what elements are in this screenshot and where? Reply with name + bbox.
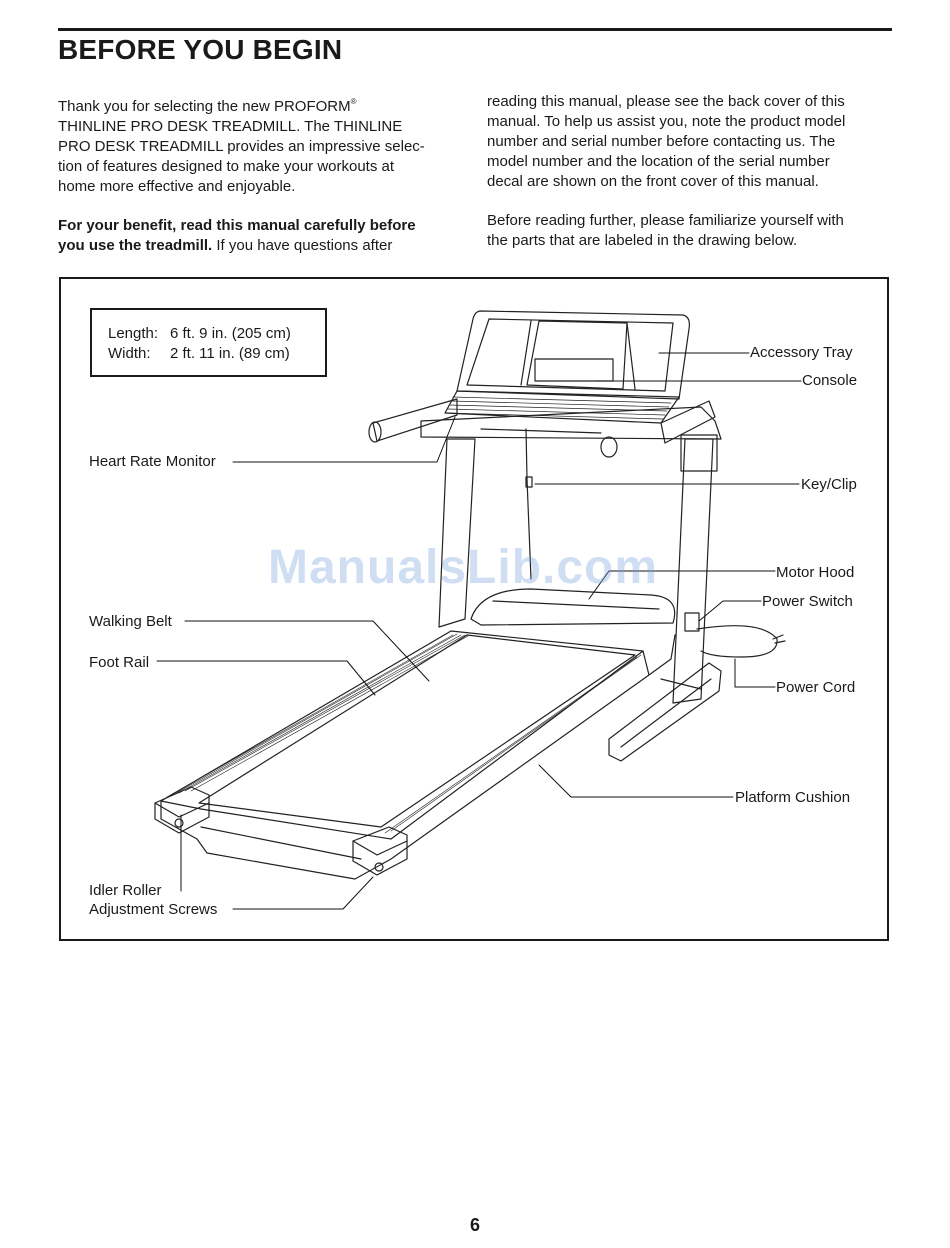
intro-right-column: reading this manual, please see the back… [487,92,897,251]
deck-side [160,650,650,880]
label-platform-cushion: Platform Cushion [735,789,851,806]
adjustment-screws-leader [232,876,374,910]
intro-line: model number and the location of the ser… [487,153,830,170]
console-frame [456,310,690,400]
key-clip-shape [525,476,533,488]
left-handlebar [372,398,458,442]
label-accessory-tray: Accessory Tray [750,344,853,361]
dimensions-box: Length:6 ft. 9 in. (205 cm) Width:2 ft. … [90,308,327,377]
console-inner [466,318,674,392]
label-heart-rate-monitor: Heart Rate Monitor [89,453,216,470]
page-title: BEFORE YOU BEGIN [58,34,343,65]
base-foot [608,662,722,762]
intro-line: Thank you for selecting the new PROFORM® [58,97,357,115]
familiarize-line: Before reading further, please familiari… [487,212,844,229]
treadmill-figure: Length:6 ft. 9 in. (205 cm) Width:2 ft. … [59,277,889,941]
benefit-line: For your benefit, read this manual caref… [58,217,416,234]
label-walking-belt: Walking Belt [89,613,172,630]
intro-line: number and serial number before contacti… [487,133,836,150]
desk-surface [420,406,722,440]
walking-belt-leader [184,620,430,682]
benefit-line: you use the treadmill. If you have quest… [58,237,393,254]
motor-hood-leader [588,570,776,600]
registered-mark: ® [350,97,357,106]
intro-line: reading this manual, please see the back… [487,93,845,110]
intro-left-column: Thank you for selecting the new PROFORM®… [58,92,468,256]
length-row: Length:6 ft. 9 in. (205 cm) [108,325,291,342]
intro-line: THINLINE PRO DESK TREADMILL. The THINLIN… [58,118,403,135]
label-adjustment-screws: Adjustment Screws [89,901,218,918]
label-console: Console [802,372,858,389]
label-foot-rail: Foot Rail [89,654,150,671]
treadmill-drawing [154,310,802,910]
intro-line: PRO DESK TREADMILL provides an impressiv… [58,138,425,155]
width-row: Width:2 ft. 11 in. (89 cm) [108,345,290,362]
intro-line: decal are shown on the front cover of th… [487,173,819,190]
power-cord-shape [696,625,778,658]
right-end-cap [352,826,408,876]
console-display [526,320,628,390]
console-screen [534,358,614,382]
foot-rail-leader [156,660,376,696]
label-power-cord: Power Cord [776,679,856,696]
label-motor-hood: Motor Hood [776,564,855,581]
intro-line: tion of features designed to make your w… [58,158,395,175]
motor-hood-shape [470,588,676,626]
intro-line: manual. To help us assist you, note the … [487,113,846,130]
walking-belt-shape [198,634,636,828]
platform-cushion-leader [538,764,734,798]
label-key-clip: Key/Clip [801,476,857,493]
right-handlebar [660,400,716,444]
deck-top [160,630,644,840]
intro-line: home more effective and enjoyable. [58,178,296,195]
label-idler-roller: Idler Roller [89,882,162,899]
page-number: 6 [469,1215,480,1235]
right-upright [672,438,714,704]
familiarize-line: the parts that are labeled in the drawin… [487,232,798,249]
power-cord-leader [734,658,776,688]
left-end-cap [154,786,210,834]
power-switch-leader [698,600,762,622]
label-power-switch: Power Switch [762,593,853,610]
left-upright [438,438,476,628]
watermark: ManualsLib.com [268,541,659,594]
top-rule [58,28,892,31]
heart-rate-leader [232,416,456,463]
